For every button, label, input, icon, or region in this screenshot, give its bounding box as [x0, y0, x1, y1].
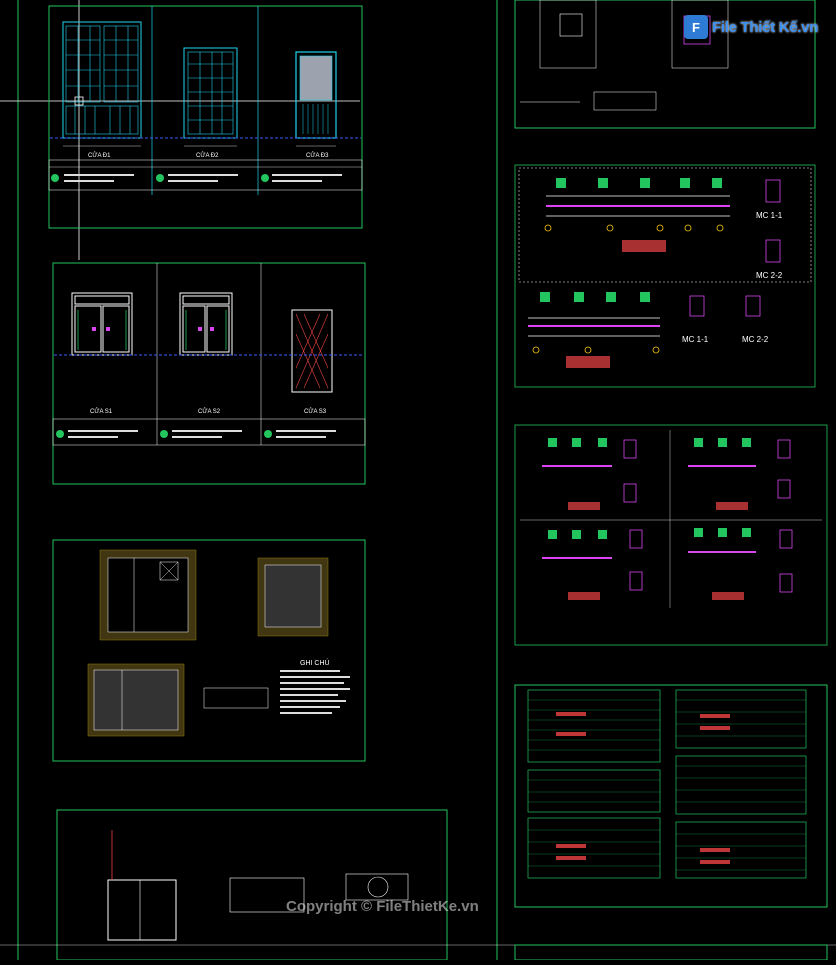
logo-text: File Thiết Kế.vn [712, 18, 819, 36]
panel-bottom-right [514, 944, 828, 961]
door-label-3: CỬA Đ3 [306, 152, 329, 159]
window-label-1: CỬA S1 [90, 408, 113, 415]
cursor-box [74, 96, 84, 106]
site-logo[interactable]: F File Thiết Kế.vn [684, 14, 818, 40]
window-label-3: CỬA S3 [304, 408, 327, 415]
copyright-watermark: Copyright © FileThietKe.vn [286, 898, 479, 915]
door-label-1: CỬA Đ1 [88, 152, 111, 159]
panel-septic [52, 539, 366, 762]
panel-beams-1 [514, 164, 816, 388]
panel-right-top [514, 0, 816, 129]
window-label-2: CỬA S2 [198, 408, 221, 415]
panel-tables [514, 684, 828, 908]
section-label-2: MC 2-2 [756, 271, 783, 280]
panel-beams-2 [514, 424, 828, 646]
section-label-4: MC 2-2 [742, 335, 769, 344]
panel-plan [0, 809, 836, 961]
section-label-3: MC 1-1 [682, 335, 709, 344]
logo-mark-icon: F [684, 15, 708, 39]
door-label-2: CỬA Đ2 [196, 152, 219, 159]
panel-doors [48, 5, 363, 229]
panel-windows [52, 262, 366, 485]
section-label-1: MC 1-1 [756, 211, 783, 220]
septic-note-title: GHI CHÚ [300, 658, 330, 667]
